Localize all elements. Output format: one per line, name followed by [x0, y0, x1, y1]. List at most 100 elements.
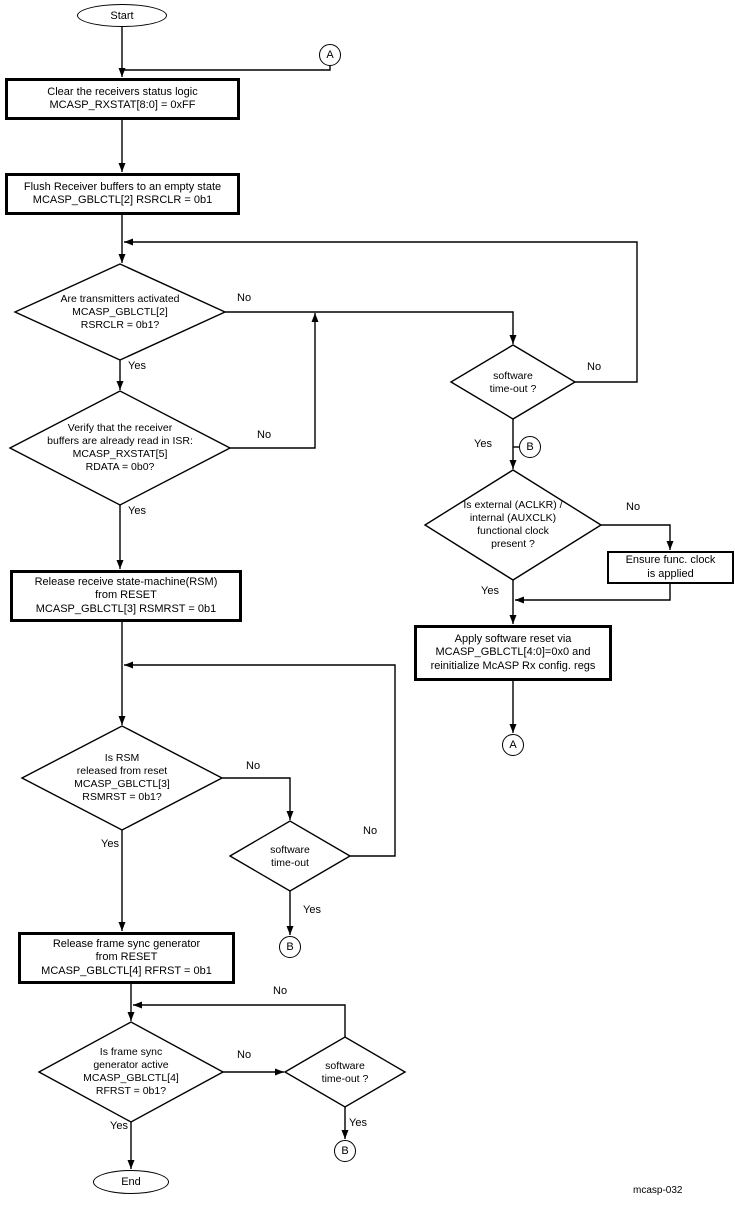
connector-b-middle-label: B: [286, 941, 294, 953]
process-release-rsm-line3: MCASP_GBLCTL[3] RSMRST = 0b1: [35, 602, 217, 615]
decision-rsm-line4: RSMRST = 0b1?: [82, 791, 162, 803]
flow-line: [222, 777, 294, 820]
connector-b-right: B: [519, 436, 541, 458]
edge-label-timeout-middle-yes: Yes: [303, 904, 321, 916]
process-release-rsm-line1: Release receive state-machine(RSM): [34, 575, 218, 588]
edge-label-rsm-no: No: [246, 760, 261, 772]
decision-timeout-bottom-shape: [283, 1036, 407, 1108]
decision-frame-sync-line1: Is frame sync: [99, 1046, 163, 1058]
flow-line: [230, 313, 319, 449]
edge-label-rsm-yes: Yes: [101, 838, 119, 850]
process-apply-reset-line3: reinitialize McASP Rx config. regs: [430, 659, 596, 672]
decision-timeout-right-text: software time-out ?: [463, 369, 563, 396]
decision-clock-present-shape: [423, 469, 603, 581]
process-release-frame-sync-line1: Release frame sync generator: [52, 937, 201, 950]
decision-timeout-right-line1: software: [493, 369, 533, 382]
decision-buffers-read-shape: [8, 390, 232, 506]
decision-clock-present-text: Is external (ACLKR) / internal (AUXCLK) …: [433, 498, 593, 552]
process-flush-buffers: Flush Receiver buffers to an empty state…: [5, 173, 240, 215]
decision-timeout-right-shape: [449, 344, 577, 420]
decision-buffers-line3: MCASP_RXSTAT[5]: [72, 448, 168, 460]
process-clear-status: Clear the receivers status logic MCASP_R…: [5, 78, 240, 120]
process-ensure-clock-line2: is applied: [647, 567, 694, 580]
decision-frame-sync-shape: [37, 1021, 225, 1123]
decision-timeout-bottom-line2: time-out ?: [321, 1072, 369, 1085]
process-release-rsm-line2: from RESET: [95, 589, 157, 602]
process-ensure-clock-line1: Ensure func. clock: [625, 554, 716, 566]
end-label: End: [121, 1176, 141, 1188]
flow-line: [133, 1001, 346, 1037]
end-terminal: End: [93, 1170, 169, 1194]
edge-label-buffers-yes: Yes: [128, 505, 146, 517]
decision-rsm-released-shape: [20, 725, 224, 831]
decision-timeout-middle-shape: [228, 820, 352, 892]
edge-label-timeout-middle-no: No: [363, 825, 378, 837]
decision-timeout-middle-text: software time-out: [250, 843, 330, 870]
decision-frame-sync-text: Is frame sync generator active MCASP_GBL…: [46, 1045, 216, 1099]
decision-clock-line2: internal (AUXCLK): [469, 512, 557, 524]
edge-label-timeout-bottom-yes: Yes: [349, 1117, 367, 1129]
decision-timeout-bottom-line1: software: [325, 1059, 365, 1072]
process-release-frame-sync-line3: MCASP_GBLCTL[4] RFRST = 0b1: [41, 964, 212, 977]
decision-clock-line3: functional clock: [477, 525, 549, 537]
process-release-frame-sync: Release frame sync generator from RESET …: [18, 932, 235, 984]
flow-line: [225, 311, 517, 344]
decision-rsm-released-text: Is RSM released from reset MCASP_GBLCTL[…: [37, 751, 207, 805]
process-apply-reset: Apply software reset via MCASP_GBLCTL[4:…: [414, 625, 612, 681]
process-flush-buffers-line1: Flush Receiver buffers to an empty state: [23, 180, 222, 193]
process-clear-status-line2: MCASP_RXSTAT[8:0] = 0xFF: [49, 99, 196, 111]
process-flush-buffers-line2: MCASP_GBLCTL[2] RSRCLR = 0b1: [32, 194, 213, 206]
start-terminal: Start: [77, 4, 167, 27]
connector-b-right-label: B: [526, 441, 534, 453]
decision-rsm-line1: Is RSM: [104, 752, 140, 764]
edge-label-transmitters-yes: Yes: [128, 360, 146, 372]
edge-label-frame-sync-yes: Yes: [110, 1120, 128, 1132]
edge-label-timeout-bottom-no: No: [273, 985, 288, 997]
decision-frame-sync-line3: MCASP_GBLCTL[4]: [83, 1072, 179, 1084]
decision-frame-sync-line4: RFRST = 0b1?: [95, 1085, 167, 1097]
flow-line: [124, 238, 638, 383]
connector-b-bottom-label: B: [341, 1145, 349, 1157]
decision-clock-line1: Is external (ACLKR) /: [463, 499, 563, 511]
decision-rsm-line2: released from reset: [76, 765, 168, 777]
decision-timeout-bottom-text: software time-out ?: [305, 1059, 385, 1086]
connector-b-bottom: B: [334, 1140, 356, 1162]
decision-transmitters-line3: RSRCLR = 0b1?: [80, 318, 160, 331]
edge-label-timeout-right-yes: Yes: [474, 438, 492, 450]
figure-label: mcasp-032: [633, 1185, 683, 1196]
process-apply-reset-line1: Apply software reset via: [454, 632, 572, 645]
decision-clock-line4: present ?: [491, 538, 535, 550]
decision-transmitters-line2: MCASP_GBLCTL[2]: [72, 305, 168, 318]
connector-a-right: A: [502, 734, 524, 756]
decision-buffers-line1: Verify that the receiver: [67, 422, 173, 434]
edge-label-frame-sync-no: No: [237, 1049, 252, 1061]
edge-label-transmitters-no: No: [237, 292, 252, 304]
decision-transmitters-shape: [13, 263, 227, 361]
edge-label-clock-yes: Yes: [481, 585, 499, 597]
decision-frame-sync-line2: generator active: [93, 1059, 169, 1071]
decision-timeout-right-line2: time-out ?: [489, 382, 537, 395]
connector-a-top-label: A: [326, 49, 334, 61]
flow-line: [515, 584, 671, 604]
edge-label-buffers-no: No: [257, 429, 272, 441]
edge-label-timeout-right-no: No: [587, 361, 602, 373]
start-label: Start: [110, 9, 134, 22]
decision-timeout-middle-line2: time-out: [271, 856, 309, 869]
flow-line: [601, 524, 674, 550]
process-release-rsm: Release receive state-machine(RSM) from …: [10, 570, 242, 622]
decision-buffers-line4: RDATA = 0b0?: [85, 461, 155, 473]
decision-transmitters-text: Are transmitters activated MCASP_GBLCTL[…: [30, 291, 210, 333]
edge-label-clock-no: No: [626, 501, 641, 513]
process-release-frame-sync-line2: from RESET: [95, 951, 158, 964]
process-apply-reset-line2: MCASP_GBLCTL[4:0]=0x0 and: [435, 646, 591, 659]
decision-buffers-read-text: Verify that the receiver buffers are alr…: [15, 421, 225, 475]
decision-transmitters-line1: Are transmitters activated: [60, 292, 180, 305]
connector-a-right-label: A: [509, 739, 517, 751]
flow-line: [124, 661, 396, 857]
process-clear-status-line1: Clear the receivers status logic: [47, 85, 198, 98]
decision-timeout-middle-line1: software: [270, 843, 310, 856]
decision-buffers-line2: buffers are already read in ISR:: [47, 435, 193, 447]
decision-rsm-line3: MCASP_GBLCTL[3]: [74, 778, 170, 790]
